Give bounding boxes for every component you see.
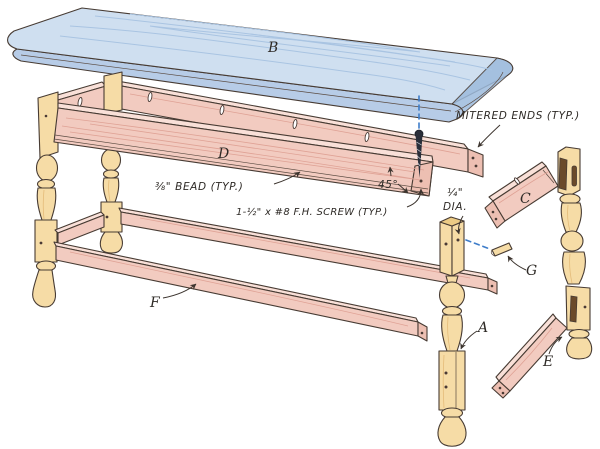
stretchers: [53, 207, 498, 342]
end-stretcher-rail: [491, 313, 568, 399]
back-left-leg-post: [103, 71, 123, 115]
label-leg-A: A: [476, 320, 488, 336]
annotation-dowel-dia-1: ¼": [447, 187, 463, 199]
label-dowel-G: G: [526, 263, 537, 279]
annotation-dowel-dia-2: DIA.: [443, 201, 467, 213]
assembly-line-dowel: [465, 239, 491, 250]
front-right-leg: [437, 216, 467, 447]
label-front-stretcher-F: F: [149, 295, 161, 311]
table-top-part: B: [7, 7, 514, 123]
label-front-apron-D: D: [217, 146, 229, 162]
annotation-screw: 1-½" x #8 F.H. SCREW (TYP.): [236, 206, 388, 218]
label-top-B: B: [267, 40, 278, 56]
front-apron-rail: D: [53, 102, 434, 197]
annotation-miter-angle: 45°: [378, 179, 398, 191]
end-apron-rail: C: [484, 161, 559, 229]
annotations: MITERED ENDS (TYP.) ⅜" BEAD (TYP.) 1-½" …: [149, 110, 580, 370]
annotation-bead: ⅜" BEAD (TYP.): [155, 181, 243, 193]
front-left-leg-post: [37, 91, 59, 159]
screw: [414, 129, 424, 178]
label-end-apron-C: C: [520, 191, 531, 207]
back-left-leg: [99, 148, 123, 254]
dowel-pin: [490, 242, 513, 257]
front-left-leg: [32, 154, 59, 308]
right-rear-leg: [557, 146, 593, 360]
label-end-stretcher-E: E: [542, 354, 553, 370]
annotation-mitered-ends: MITERED ENDS (TYP.): [456, 110, 580, 122]
